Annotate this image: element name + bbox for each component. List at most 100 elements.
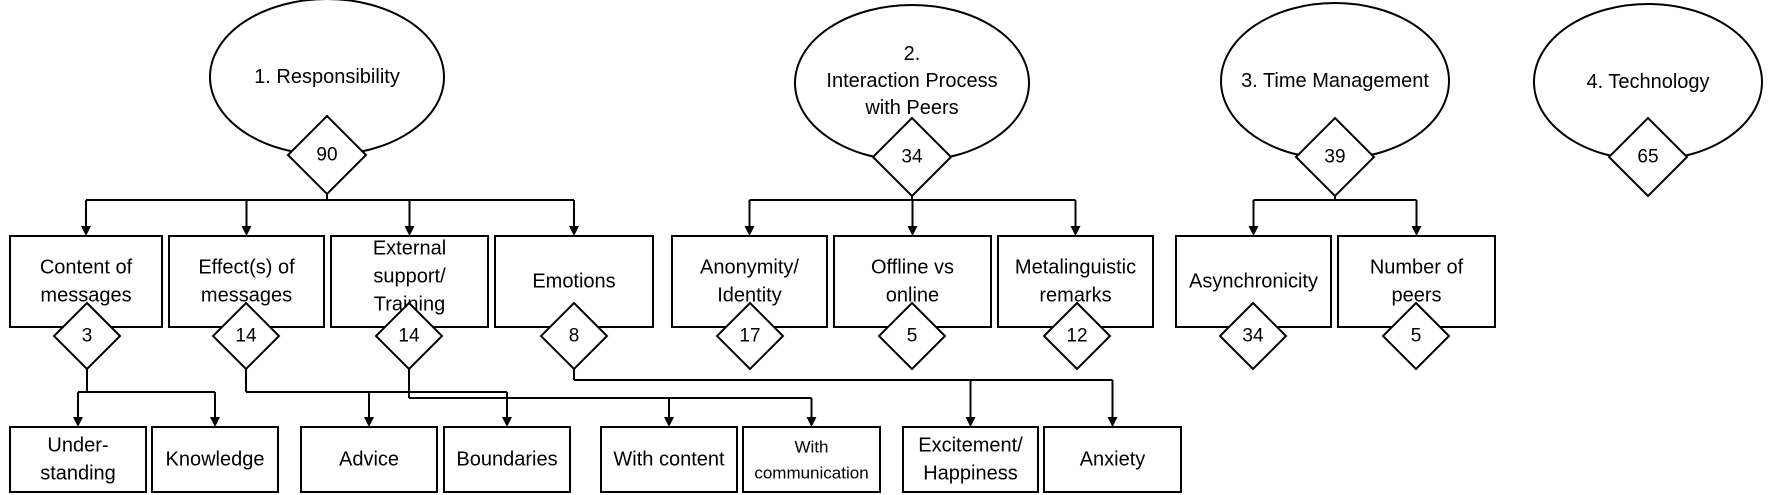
subcategory-number-of-peers-label-line: peers	[1391, 285, 1441, 307]
subcategory-number-of-peers-label: Number of peers	[1370, 257, 1464, 307]
theme-label-line: with Peers	[864, 97, 958, 119]
subcategory-emotions-label-line: Emotions	[532, 271, 615, 293]
subcategory-emotions-label: Emotions	[532, 271, 615, 293]
subcategory-external-support-training-label-line: External	[373, 238, 446, 260]
leaf-boundaries-label-line: Boundaries	[456, 449, 557, 471]
subcategory-count-diamond: 14	[211, 301, 281, 371]
subcategory-metalinguistic-remarks-label-line: Metalinguistic	[1015, 257, 1136, 279]
subcategory-count-diamond-value: 12	[1066, 326, 1087, 347]
theme-label-line: 4. Technology	[1586, 71, 1709, 93]
leaf-boundaries-label: Boundaries	[456, 449, 557, 471]
theme-label-line: Interaction Process	[826, 70, 997, 92]
subcategory-count-diamond: 5	[877, 301, 947, 371]
subcategory-anonymity-identity-label-line: Anonymity/	[700, 257, 799, 279]
subcategory-count-diamond-shape	[715, 301, 785, 371]
subcategory-content-of-messages-label-line: messages	[40, 285, 131, 307]
subcategory-metalinguistic-remarks-label-line: remarks	[1039, 285, 1111, 307]
theme-count-diamond-value: 39	[1324, 147, 1345, 168]
leaf-anxiety-label-line: Anxiety	[1080, 449, 1146, 471]
leaf-under-standing: Under-standing	[9, 426, 147, 493]
subcategory-anonymity-identity: Anonymity/Identity	[671, 235, 828, 328]
leaf-advice-label: Advice	[339, 449, 399, 471]
leaf-anxiety-label: Anxiety	[1080, 449, 1146, 471]
subcategory-count-diamond-shape	[52, 301, 122, 371]
leaf-with-content-box	[600, 426, 738, 493]
subcategory-count-diamond-value: 34	[1242, 326, 1264, 347]
theme-time-management: 3. Time Management	[1220, 2, 1450, 160]
leaf-knowledge: Knowledge	[151, 426, 279, 493]
subcategory-count-diamond: 17	[715, 301, 785, 371]
leaf-excitement-happiness: Excitement/Happiness	[902, 426, 1039, 493]
theme-count-diamond-value: 90	[316, 145, 337, 166]
leaf-advice: Advice	[300, 426, 438, 493]
theme-label: 4. Technology	[1586, 71, 1709, 93]
subcategory-count-diamond-shape	[877, 301, 947, 371]
subcategory-metalinguistic-remarks-label: Metalinguistic remarks	[1015, 257, 1136, 307]
leaf-under-standing-box	[9, 426, 147, 493]
theme-label: 3. Time Management	[1241, 70, 1429, 92]
leaf-under-standing-label-line: standing	[40, 463, 116, 485]
leaf-with-communication-box	[742, 426, 881, 493]
subcategory-content-of-messages-label-line: Content of	[40, 257, 133, 279]
subcategory-count-diamond-value: 14	[235, 326, 257, 347]
theme-count-diamond: 90	[286, 114, 368, 196]
theme-count-diamond-shape	[286, 114, 368, 196]
theme-label-line: 1. Responsibility	[254, 66, 400, 88]
leaf-with-communication-label: With communication	[754, 437, 868, 482]
subcategory-count-diamond-value: 3	[82, 326, 93, 347]
subcategory-count-diamond-shape	[1381, 301, 1451, 371]
subcategory-count-diamond: 12	[1042, 301, 1112, 371]
leaf-with-communication-label-line: With	[795, 437, 829, 456]
subcategory-offline-vs-online-label-line: Offline vs	[871, 257, 954, 279]
leaf-boundaries: Boundaries	[443, 426, 571, 493]
subcategory-count-diamond-shape	[539, 301, 609, 371]
leaf-with-content-label: With content	[613, 449, 725, 471]
leaf-with-communication-label-line: communication	[754, 463, 868, 482]
subcategory-count-diamond-value: 14	[398, 326, 420, 347]
leaf-with-communication: With communication	[742, 426, 881, 493]
theme-count-diamond: 34	[871, 116, 953, 198]
subcategory-count-diamond-shape	[1042, 301, 1112, 371]
theme-responsibility: 1. Responsibility	[209, 0, 445, 156]
subcategory-count-diamond: 34	[1218, 301, 1288, 371]
subcategory-content-of-messages: Content of messages	[9, 235, 163, 328]
leaf-advice-box	[300, 426, 438, 493]
theme-count-diamond: 39	[1294, 116, 1376, 198]
leaf-under-standing-label: Under-standing	[40, 435, 116, 485]
theme-count-diamond: 65	[1607, 116, 1689, 198]
theme-count-diamond-shape	[871, 116, 953, 198]
subcategory-content-of-messages-label: Content of messages	[40, 257, 133, 307]
subcategory-count-diamond: 5	[1381, 301, 1451, 371]
subcategory-count-diamond: 8	[539, 301, 609, 371]
theme-interaction-process: 2. Interaction Process with Peers	[794, 4, 1030, 162]
theme-label: 2. Interaction Process with Peers	[826, 43, 997, 119]
subcategory-effects-of-messages-label: Effect(s) of messages	[198, 257, 295, 307]
subcategory-count-diamond-shape	[374, 301, 444, 371]
leaf-anxiety-box	[1043, 426, 1182, 493]
theme-count-diamond-value: 65	[1637, 147, 1658, 168]
subcategory-count-diamond-shape	[211, 301, 281, 371]
subcategory-count-diamond-value: 5	[907, 326, 918, 347]
subcategory-count-diamond-value: 17	[739, 326, 760, 347]
theme-label: 1. Responsibility	[254, 66, 400, 88]
subcategory-count-diamond-value: 8	[569, 326, 580, 347]
subcategory-asynchronicity-label: Asynchronicity	[1189, 271, 1318, 293]
subcategory-anonymity-identity-label: Anonymity/Identity	[700, 257, 799, 307]
shapes-layer: 1. Responsibility 90 2. Interaction Process…	[9, 0, 1763, 493]
theme-count-diamond-shape	[1607, 116, 1689, 198]
theme-label-line: 2.	[904, 43, 921, 65]
theme-count-diamond-value: 34	[901, 147, 923, 168]
subcategory-anonymity-identity-label-line: Identity	[717, 285, 781, 307]
subcategory-asynchronicity-label-line: Asynchronicity	[1189, 271, 1318, 293]
leaf-advice-label-line: Advice	[339, 449, 399, 471]
subcategory-effects-of-messages-label-line: messages	[201, 285, 292, 307]
subcategory-count-diamond: 3	[52, 301, 122, 371]
theme-count-diamond-shape	[1294, 116, 1376, 198]
subcategory-effects-of-messages-label-line: Effect(s) of	[198, 257, 295, 279]
leaf-knowledge-label-line: Knowledge	[166, 449, 265, 471]
leaf-knowledge-box	[151, 426, 279, 493]
leaf-excitement-happiness-box	[902, 426, 1039, 493]
subcategory-number-of-peers-label-line: Number of	[1370, 257, 1464, 279]
leaf-anxiety: Anxiety	[1043, 426, 1182, 493]
